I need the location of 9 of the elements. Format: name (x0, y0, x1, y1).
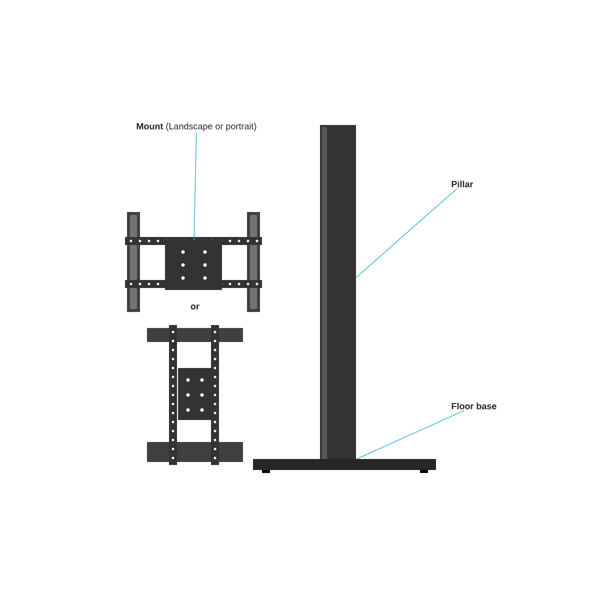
leader-line (356, 188, 458, 278)
leader-line (194, 132, 197, 240)
callout-text: Mount (Landscape or portrait) (136, 122, 256, 132)
callout-text: Pillar (452, 180, 474, 188)
callout-text: Floor base (452, 402, 496, 410)
leader-line (356, 410, 464, 460)
floor-base-drawing (253, 459, 436, 473)
wall-mount-drawing (125, 212, 262, 312)
or-label: or (190, 304, 200, 310)
